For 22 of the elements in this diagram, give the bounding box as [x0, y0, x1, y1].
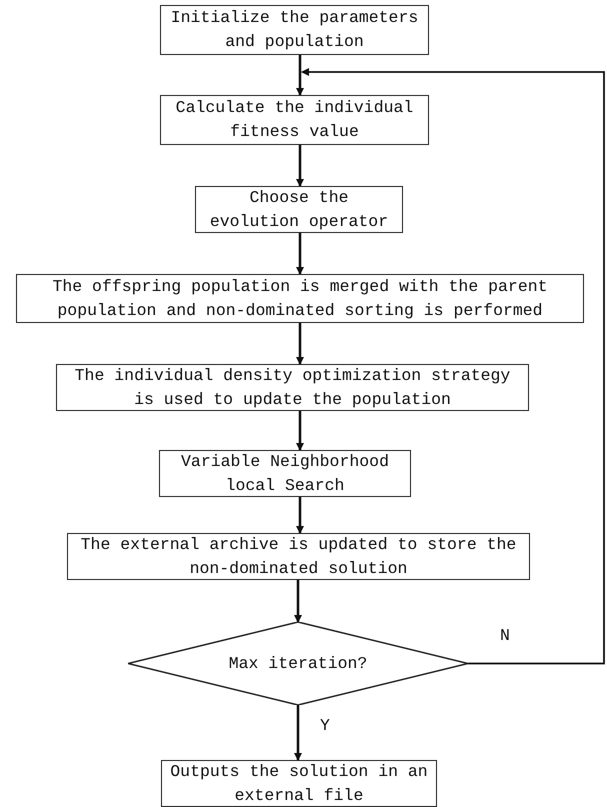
process-text: Initialize the parameters and population — [170, 7, 420, 53]
process-text: Choose the evolution operator — [208, 186, 390, 232]
arrow — [296, 323, 304, 365]
process-text: Variable Neighborhood local Search — [180, 450, 390, 496]
process-box — [16, 274, 584, 323]
arrow — [294, 705, 302, 761]
process-text: The individual density optimization strategy is used to update the population — [74, 364, 512, 410]
process-text: Outputs the solution in an external file — [169, 760, 429, 806]
arrow — [296, 411, 304, 451]
process-box — [159, 450, 411, 497]
process-text: The external archive is updated to store the non-dominated solution — [80, 534, 518, 580]
arrow — [301, 68, 605, 664]
arrow — [296, 55, 304, 96]
decision-text: Max iteration? — [228, 652, 368, 674]
process-box — [160, 95, 429, 145]
arrow — [296, 145, 304, 187]
arrow — [296, 233, 304, 275]
process-text: Calculate the individual fitness value — [174, 97, 414, 143]
process-text: The offspring population is merged with the parent population and non-dominated sorting is performed — [51, 276, 549, 322]
arrow — [296, 497, 304, 534]
arrow — [294, 580, 302, 623]
decision-diamond — [128, 622, 468, 705]
